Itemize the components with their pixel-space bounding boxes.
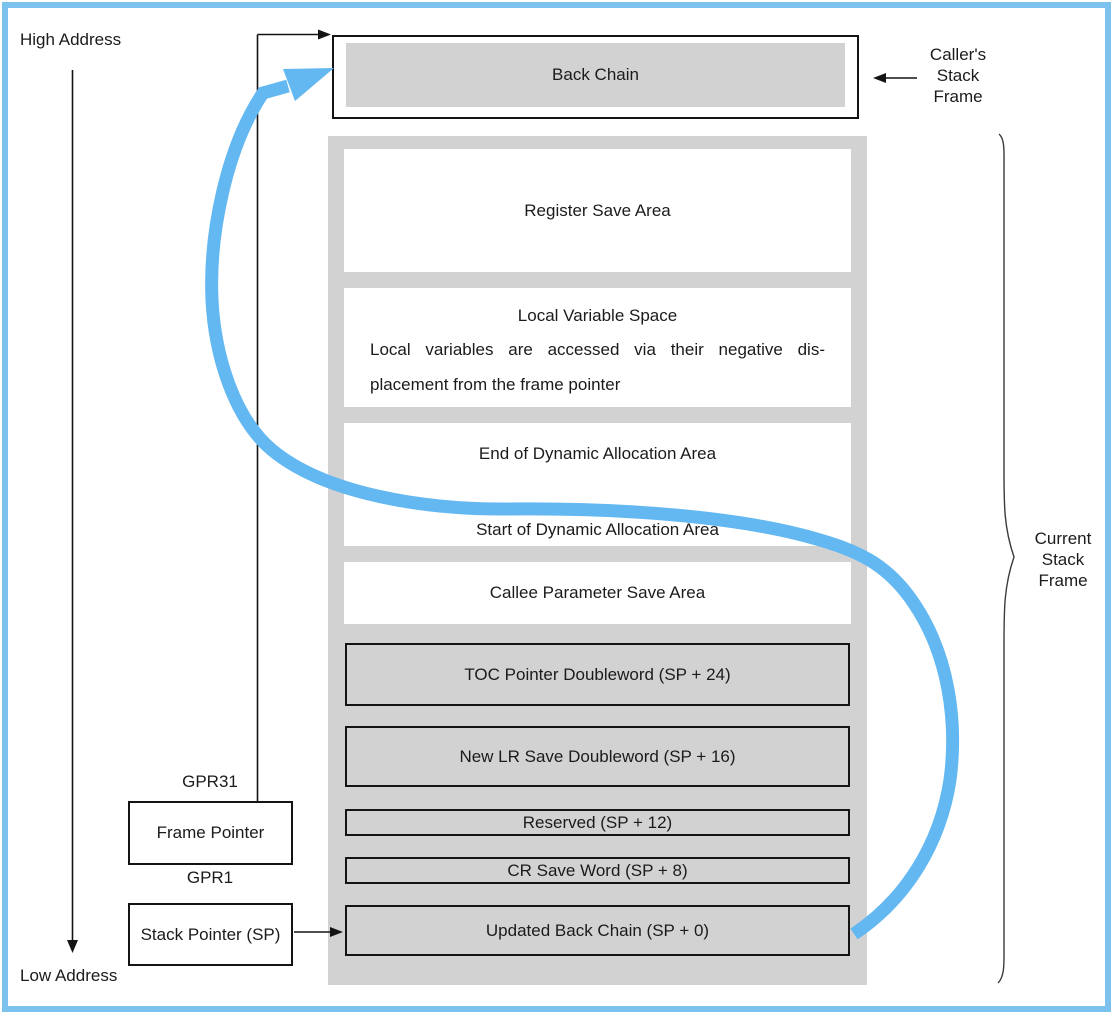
reserved-box: Reserved (SP + 12) — [345, 809, 850, 836]
local-variable-space-box: Local Variable Space Local variables are… — [344, 288, 851, 407]
frame-pointer-label: Frame Pointer — [156, 823, 265, 842]
high-address-label: High Address — [20, 30, 122, 49]
reserved-label: Reserved (SP + 12) — [522, 812, 673, 832]
updated-back-chain-label: Updated Back Chain (SP + 0) — [485, 920, 710, 940]
new-lr-save-label: New LR Save Doubleword (SP + 16) — [459, 746, 736, 766]
back-chain-flow-arrowhead-icon — [283, 68, 334, 101]
dynamic-allocation-end-label: End of Dynamic Allocation Area — [478, 444, 717, 463]
callee-parameter-save-area-label: Callee Parameter Save Area — [489, 583, 706, 602]
caller-frame-arrowhead-icon — [873, 73, 886, 83]
dynamic-allocation-area-box: End of Dynamic Allocation Area Start of … — [344, 423, 851, 546]
low-address-label: Low Address — [20, 966, 118, 985]
toc-pointer-label: TOC Pointer Doubleword (SP + 24) — [464, 664, 731, 684]
new-lr-save-box: New LR Save Doubleword (SP + 16) — [345, 726, 850, 787]
local-variable-note-line1: Local variables are accessed via their n… — [370, 340, 825, 359]
register-save-area-box: Register Save Area — [344, 149, 851, 272]
frame-pointer-arrowhead-icon — [318, 29, 331, 40]
stack-pointer-box: Stack Pointer (SP) — [128, 903, 293, 966]
local-variable-space-title: Local Variable Space — [517, 306, 678, 325]
back-chain-label: Back Chain — [552, 65, 639, 84]
stack-pointer-label: Stack Pointer (SP) — [140, 924, 281, 944]
local-variable-note-line2: placement from the frame pointer — [370, 375, 621, 394]
toc-pointer-box: TOC Pointer Doubleword (SP + 24) — [345, 643, 850, 706]
updated-back-chain-box: Updated Back Chain (SP + 0) — [345, 905, 850, 956]
gpr31-label: GPR31 — [182, 772, 238, 791]
back-chain-cell: Back Chain — [346, 43, 845, 107]
caller-stack-frame-box: Back Chain — [332, 35, 859, 119]
current-frame-label: Current Stack Frame — [1034, 529, 1092, 590]
current-frame-brace — [997, 133, 1015, 984]
cr-save-word-box: CR Save Word (SP + 8) — [345, 857, 850, 884]
cr-save-word-label: CR Save Word (SP + 8) — [507, 860, 688, 880]
address-direction-arrowhead-icon — [67, 940, 78, 953]
frame-pointer-box: Frame Pointer — [128, 801, 293, 865]
register-save-area-label: Register Save Area — [524, 200, 671, 220]
gpr1-label: GPR1 — [186, 868, 234, 887]
callers-frame-label: Caller's Stack Frame — [929, 45, 987, 106]
dynamic-allocation-start-label: Start of Dynamic Allocation Area — [476, 520, 719, 539]
callee-parameter-save-area-box: Callee Parameter Save Area — [344, 562, 851, 624]
